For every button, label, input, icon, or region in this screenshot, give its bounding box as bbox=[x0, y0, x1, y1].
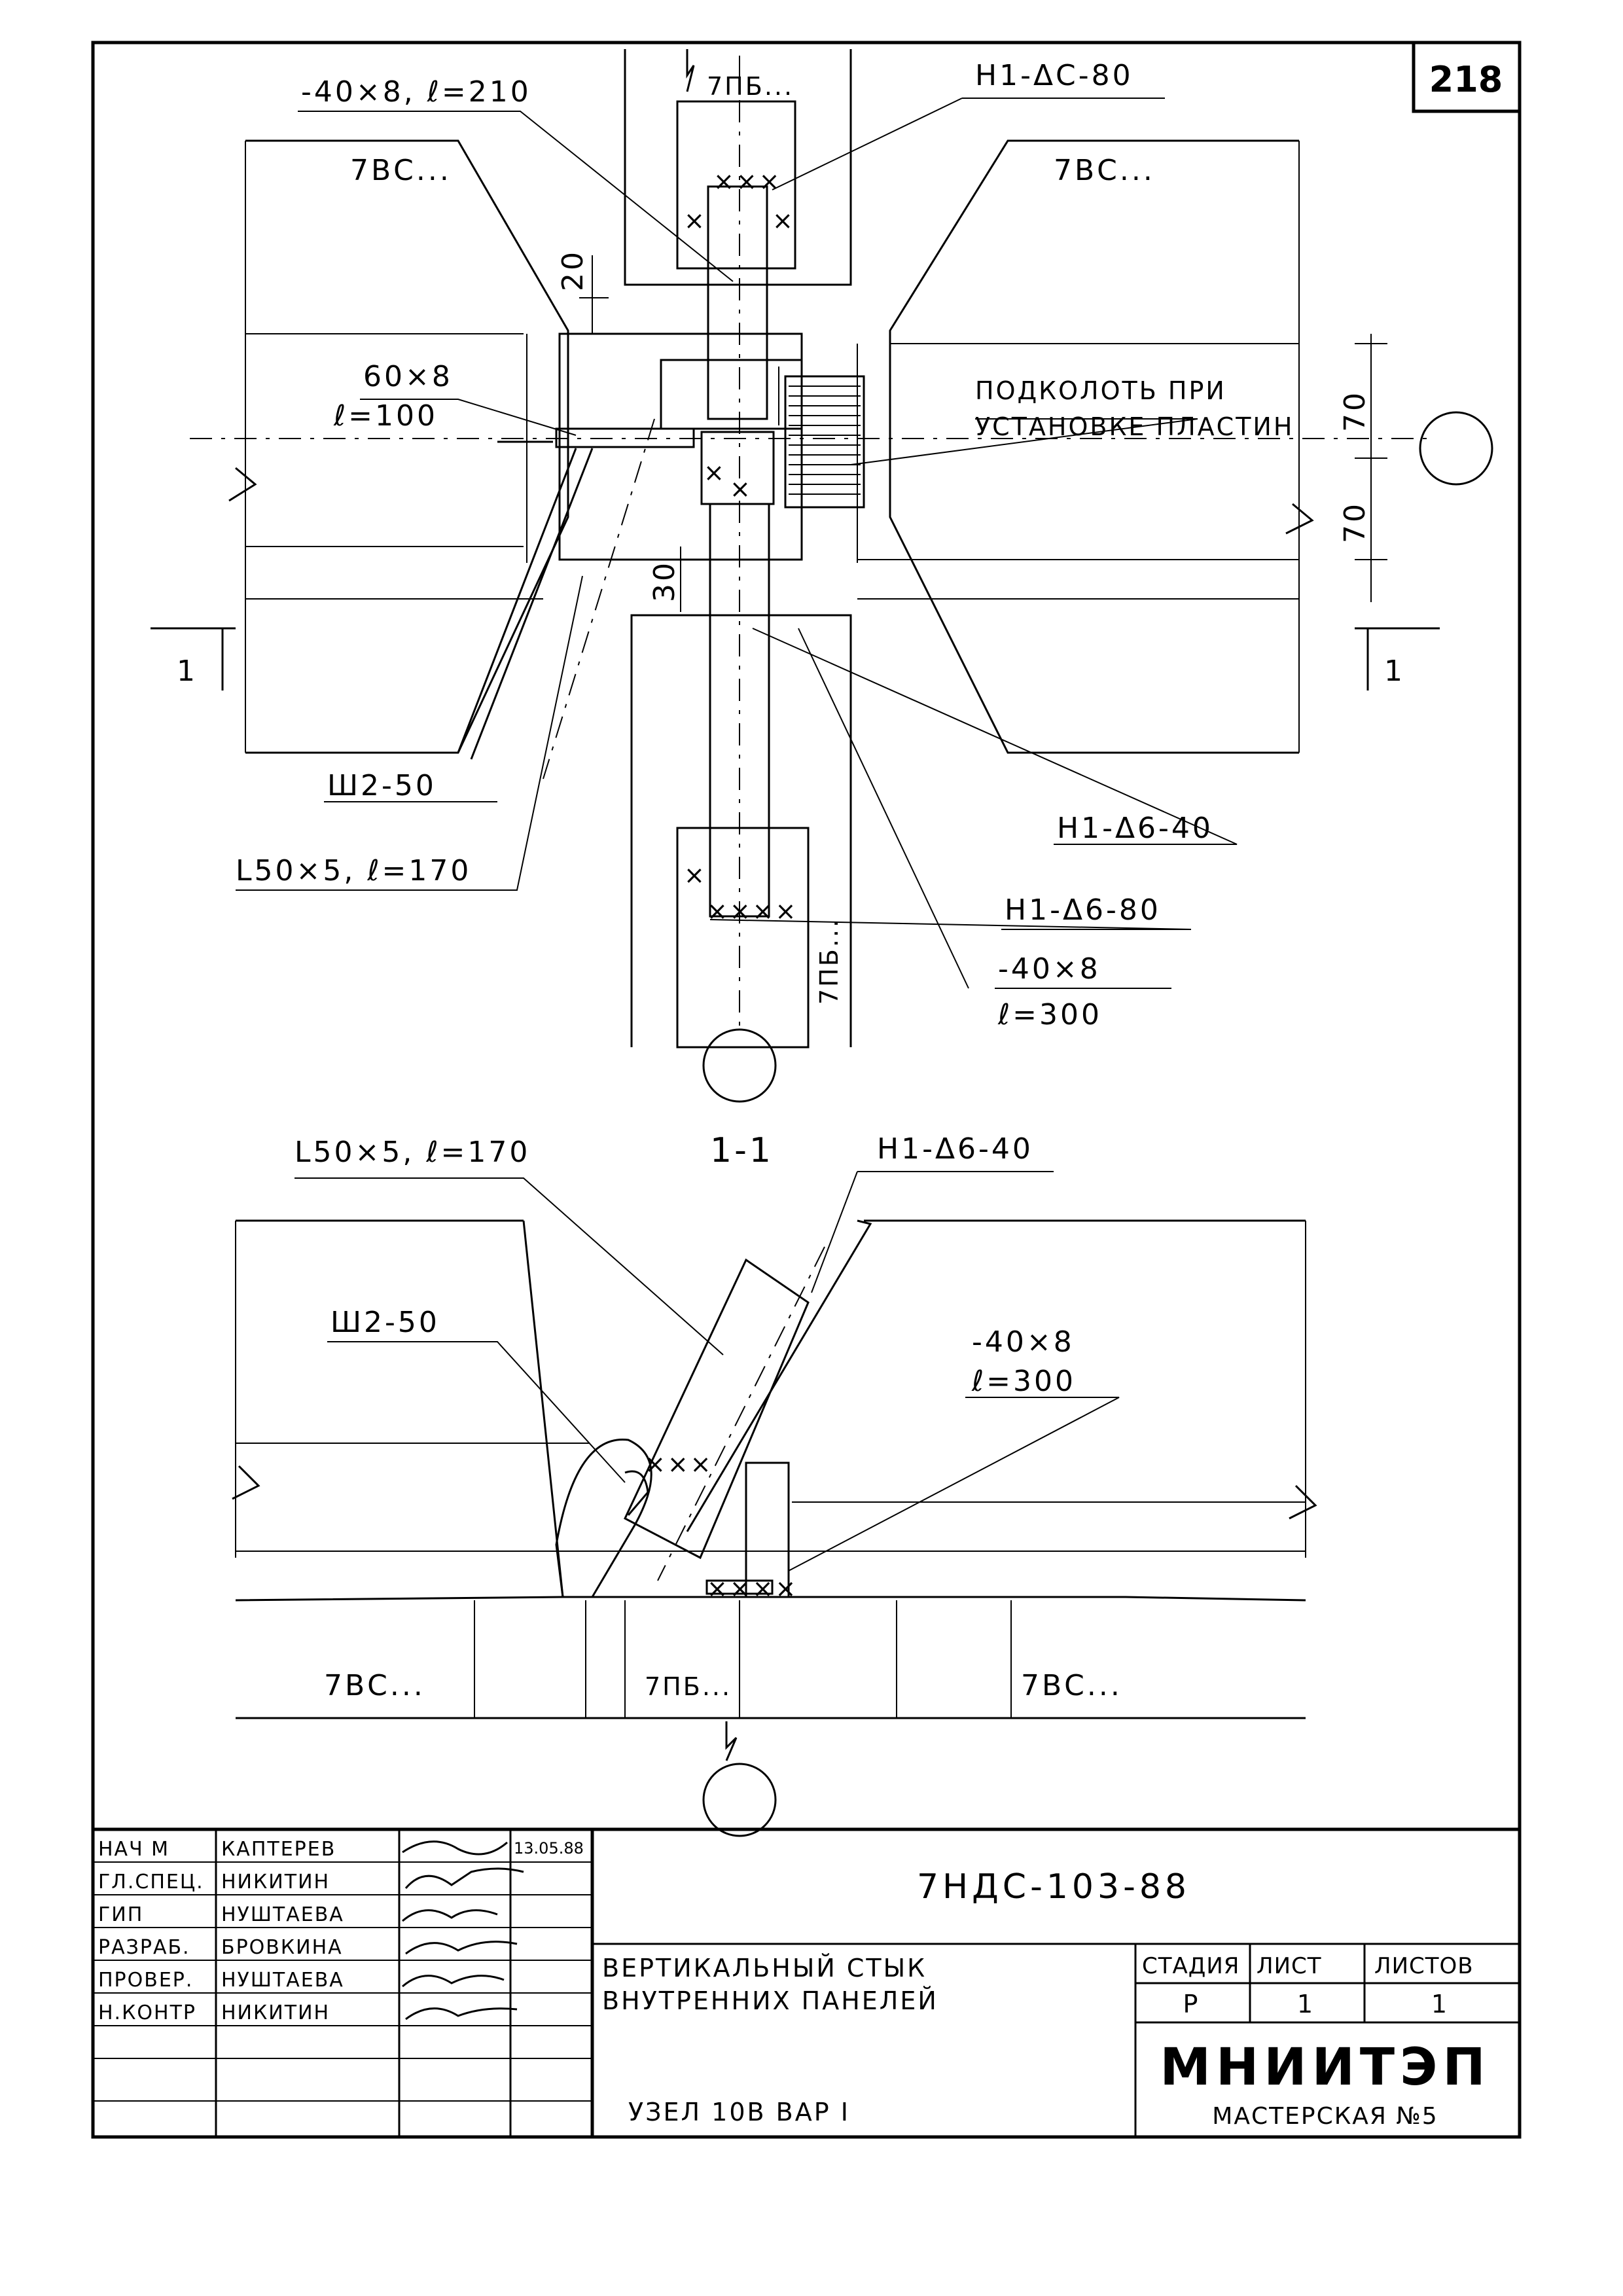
sec-label-weld: Н1-Δ6-40 bbox=[877, 1132, 1033, 1166]
tb-code: 7НДС-103-88 bbox=[917, 1867, 1190, 1907]
svg-text:×: × bbox=[684, 206, 707, 235]
sec-label-pb-mid: 7ПБ... bbox=[645, 1672, 732, 1701]
tb-sheets-head: ЛИСТОВ bbox=[1374, 1953, 1474, 1979]
plan-view: ××× × × × × ×××× × 1 1 bbox=[151, 49, 1493, 1103]
tb-role-1: ГЛ.СПЕЦ. bbox=[98, 1871, 204, 1893]
tb-name-2: НУШТАЕВА bbox=[221, 1903, 344, 1926]
tb-role-0: НАЧ М bbox=[98, 1838, 169, 1861]
svg-text:×: × bbox=[704, 458, 726, 487]
tb-role-3: РАЗРАБ. bbox=[98, 1936, 190, 1959]
label-pin-left: Ш2-50 bbox=[327, 769, 437, 802]
svg-text:×××: ××× bbox=[713, 167, 782, 196]
label-plate-60a: 60×8 bbox=[363, 360, 453, 393]
tb-name-1: НИКИТИН bbox=[221, 1871, 330, 1893]
tb-title-1: ВЕРТИКАЛЬНЫЙ СТЫК bbox=[602, 1954, 927, 1982]
label-note-b: УСТАНОВКЕ ПЛАСТИН bbox=[975, 412, 1294, 441]
tb-sheet-head: ЛИСТ bbox=[1257, 1953, 1322, 1979]
label-panel-vs-right: 7ВС... bbox=[1054, 154, 1155, 187]
label-plate-top: -40×8, ℓ=210 bbox=[301, 75, 531, 109]
sec-label-vs-left: 7ВС... bbox=[324, 1669, 425, 1702]
tb-name-0: КАПТЕРЕВ bbox=[221, 1838, 336, 1861]
tb-role-5: Н.КОНТР bbox=[98, 2001, 196, 2024]
section-mark-right: 1 bbox=[1384, 655, 1405, 688]
tb-title-2: ВНУТРЕННИХ ПАНЕЛЕЙ bbox=[602, 1986, 938, 2015]
label-weld-low: Н1-Δ6-80 bbox=[1005, 893, 1161, 927]
sec-label-angle: L50×5, ℓ=170 bbox=[294, 1136, 530, 1169]
tb-sheet-no: 1 bbox=[1297, 1990, 1314, 2018]
tb-role-4: ПРОВЕР. bbox=[98, 1969, 193, 1992]
tb-subtitle: УЗЕЛ 10В ВАР I bbox=[628, 2098, 850, 2126]
tb-stage-head: СТАДИЯ bbox=[1142, 1953, 1240, 1979]
tb-name-3: БРОВКИНА bbox=[221, 1936, 343, 1959]
label-dim-20: 20 bbox=[556, 249, 590, 291]
svg-text:×: × bbox=[772, 206, 795, 235]
svg-text:×: × bbox=[730, 475, 753, 503]
label-panel-vs-left: 7ВС... bbox=[350, 154, 452, 187]
sec-label-vs-right: 7ВС... bbox=[1021, 1669, 1122, 1702]
sec-label-pin: Ш2-50 bbox=[330, 1306, 440, 1339]
tb-name-4: НУШТАЕВА bbox=[221, 1969, 344, 1992]
tb-date: 13.05.88 bbox=[514, 1839, 584, 1857]
section-mark-left: 1 bbox=[177, 655, 198, 688]
tb-stage: Р bbox=[1183, 1990, 1200, 2018]
tb-org: МНИИТЭП bbox=[1160, 2038, 1490, 2097]
sheet-number-box bbox=[1412, 41, 1522, 113]
label-note-a: ПОДКОЛОТЬ ПРИ bbox=[975, 376, 1226, 405]
label-plate-low-a: -40×8 bbox=[998, 952, 1101, 986]
title-block bbox=[93, 1827, 1520, 2137]
label-panel-pb-bottom: 7ПБ... bbox=[815, 918, 844, 1005]
svg-text:××××: ×××× bbox=[707, 1574, 798, 1603]
label-plate-low-b: ℓ=300 bbox=[997, 998, 1102, 1031]
section-title: 1-1 bbox=[710, 1131, 774, 1170]
tb-workshop: МАСТЕРСКАЯ №5 bbox=[1212, 2103, 1438, 2130]
label-angle-left: L50×5, ℓ=170 bbox=[236, 854, 471, 888]
label-dim-70a: 70 bbox=[1338, 390, 1372, 432]
sheet-frame bbox=[91, 41, 1522, 2139]
svg-text:×××: ××× bbox=[645, 1450, 713, 1479]
label-panel-pb-top: 7ПБ... bbox=[707, 72, 794, 101]
label-weld-mid: Н1-Δ6-40 bbox=[1057, 812, 1213, 845]
tb-name-5: НИКИТИН bbox=[221, 2001, 330, 2024]
label-weld-top: Н1-ΔС-80 bbox=[975, 59, 1133, 92]
svg-text:×: × bbox=[684, 861, 707, 889]
label-dim-30: 30 bbox=[648, 560, 681, 602]
label-dim-70b: 70 bbox=[1338, 501, 1372, 543]
label-plate-60b: ℓ=100 bbox=[333, 399, 438, 433]
section-view: ×××× ××× bbox=[232, 1171, 1317, 1837]
tb-sheets-total: 1 bbox=[1431, 1990, 1448, 2018]
sheet-number: 218 bbox=[1429, 59, 1503, 100]
tb-role-2: ГИП bbox=[98, 1903, 143, 1926]
sec-label-plate-b: ℓ=300 bbox=[971, 1365, 1076, 1398]
sec-label-plate-a: -40×8 bbox=[972, 1325, 1075, 1359]
